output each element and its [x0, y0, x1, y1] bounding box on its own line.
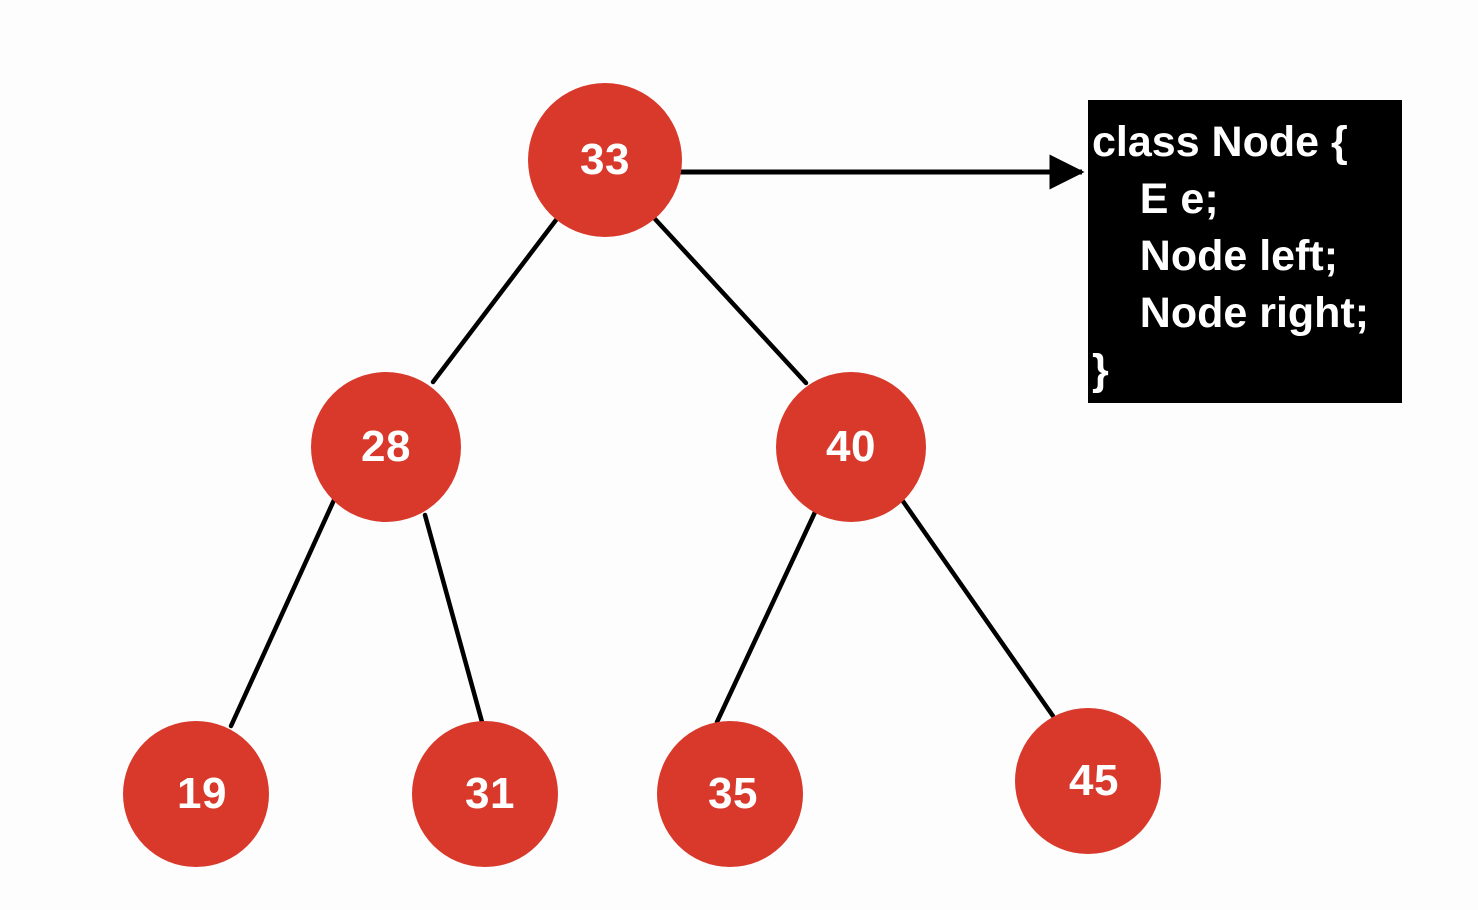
- tree-node-label: 45: [1069, 756, 1119, 805]
- tree-node-33[interactable]: 33: [528, 83, 682, 237]
- tree-node-40[interactable]: 40: [776, 372, 926, 522]
- edge-28-19: [228, 497, 337, 729]
- tree-node-label: 19: [177, 769, 227, 818]
- edge-33-28: [430, 217, 559, 385]
- edge-28-31: [422, 512, 485, 725]
- code-line-class-declaration: class Node {: [1092, 118, 1348, 166]
- tree-node-label: 31: [465, 769, 515, 818]
- tree-node-19[interactable]: 19: [123, 721, 269, 867]
- node-class-code-box: class Node { E e; Node left; Node right;…: [1088, 100, 1402, 403]
- tree-node-label: 40: [826, 422, 876, 471]
- tree-node-label: 28: [361, 422, 411, 471]
- tree-node-35[interactable]: 35: [657, 721, 803, 867]
- tree-node-label: 33: [580, 135, 630, 184]
- tree-node-label: 35: [708, 769, 758, 818]
- code-line-field-right: Node right;: [1092, 289, 1370, 337]
- edge-33-40: [652, 216, 809, 386]
- tree-node-31[interactable]: 31: [412, 721, 558, 867]
- edge-40-35: [714, 507, 819, 725]
- code-line-field-e: E e;: [1092, 175, 1219, 223]
- code-line-closing-brace: }: [1092, 346, 1109, 394]
- code-line-field-left: Node left;: [1092, 232, 1339, 280]
- tree-node-28[interactable]: 28: [311, 372, 461, 522]
- edge-40-45: [897, 494, 1056, 719]
- tree-node-45[interactable]: 45: [1015, 708, 1161, 854]
